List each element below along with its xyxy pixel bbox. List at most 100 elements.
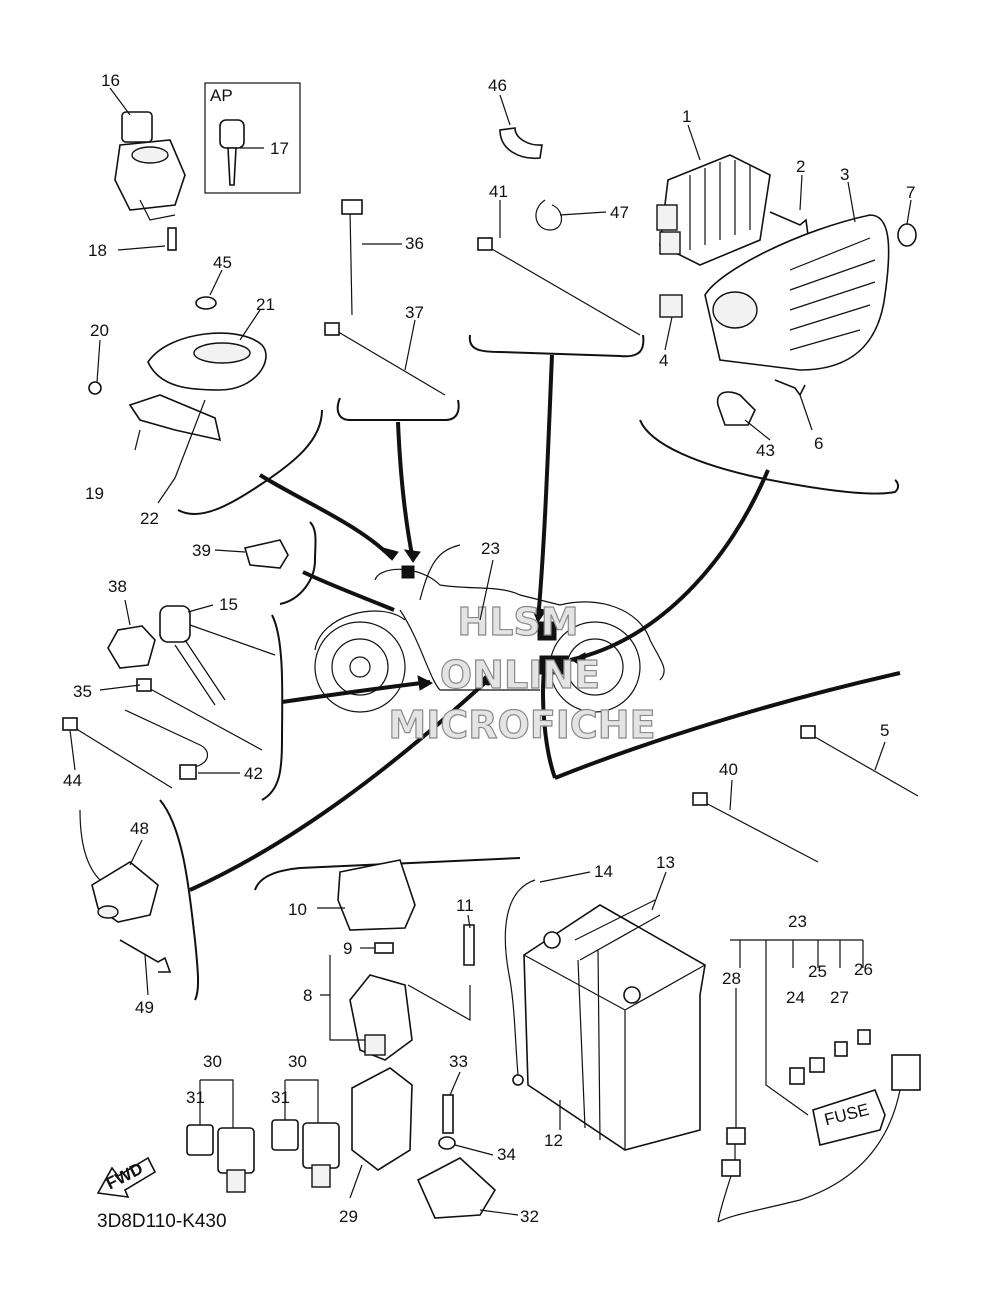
callout-31-left: 31 xyxy=(186,1088,205,1107)
diagram-code: 3D8D110-K430 xyxy=(97,1211,227,1232)
bolt-11 xyxy=(463,924,475,966)
routing-lines xyxy=(189,354,901,892)
callout-27: 27 xyxy=(830,988,849,1007)
clamp-46 xyxy=(499,127,543,159)
callout-21: 21 xyxy=(256,295,275,314)
grommet-part xyxy=(195,296,217,310)
fuse-9 xyxy=(374,942,394,954)
callout-1: 1 xyxy=(682,107,691,126)
callout-26: 26 xyxy=(854,960,873,979)
clamp-43 xyxy=(716,391,756,426)
callout-10: 10 xyxy=(288,900,307,919)
callout-25: 25 xyxy=(808,962,827,981)
parts: FUSE FWD xyxy=(62,82,921,1223)
ignition-switch-part xyxy=(114,111,186,221)
callout-46: 46 xyxy=(488,76,507,95)
sensor-15 xyxy=(159,605,276,706)
callout-23-right: 23 xyxy=(788,912,807,931)
callout-45: 45 xyxy=(213,253,232,272)
motorcycle-outline xyxy=(314,544,665,713)
bolt-2 xyxy=(769,211,809,239)
starter-relay-8 xyxy=(349,974,413,1061)
callout-20: 20 xyxy=(90,321,109,340)
callout-40: 40 xyxy=(719,760,738,779)
ap-group-box xyxy=(204,82,301,194)
key-part xyxy=(219,119,245,186)
callout-24: 24 xyxy=(786,988,805,1007)
callout-32: 32 xyxy=(520,1207,539,1226)
callout-19: 19 xyxy=(85,484,104,503)
bolt-33 xyxy=(442,1094,454,1134)
cable-tie-37 xyxy=(334,329,446,396)
clip-47 xyxy=(535,199,563,231)
cover-part xyxy=(704,214,890,371)
cable-tie-41 xyxy=(484,244,641,336)
sensor-48 xyxy=(79,809,159,923)
callout-2: 2 xyxy=(796,157,805,176)
callout-14: 14 xyxy=(594,862,613,881)
sensor-lead-42 xyxy=(124,709,209,771)
callout-34: 34 xyxy=(497,1145,516,1164)
callout-23-center: 23 xyxy=(481,539,500,558)
callout-5: 5 xyxy=(880,721,889,740)
callout-16: 16 xyxy=(101,71,120,90)
callout-8: 8 xyxy=(303,986,312,1005)
cable-tie-5 xyxy=(807,732,919,797)
cable-tie-36 xyxy=(349,209,353,316)
callout-12: 12 xyxy=(544,1131,563,1150)
connector-set-right xyxy=(271,1119,340,1188)
callout-49: 49 xyxy=(135,998,154,1017)
callout-9: 9 xyxy=(343,939,352,958)
leader-lines xyxy=(69,87,912,1216)
fuse-harness-23: FUSE xyxy=(717,939,921,1223)
bracket-part xyxy=(128,394,222,442)
callout-6: 6 xyxy=(814,434,823,453)
rectifier-part xyxy=(656,154,771,266)
watermark-line-3: MICROFICHE xyxy=(388,703,655,747)
callout-28: 28 xyxy=(722,969,741,988)
callout-18: 18 xyxy=(88,241,107,260)
callout-17: 17 xyxy=(270,139,289,158)
callout-35: 35 xyxy=(73,682,92,701)
callout-41: 41 xyxy=(489,182,508,201)
callout-11: 11 xyxy=(456,896,474,915)
battery-12 xyxy=(523,899,706,1151)
callout-43: 43 xyxy=(756,441,775,460)
watermark-line-1: HLSM xyxy=(457,600,578,644)
relay-cover-10 xyxy=(337,859,416,931)
watermark: HLSM ONLINE MICROFICHE xyxy=(388,599,656,747)
connector-set-left xyxy=(186,1124,255,1193)
callout-42: 42 xyxy=(244,764,263,783)
clamp-39 xyxy=(243,539,289,569)
callout-30-right: 30 xyxy=(288,1052,307,1071)
callout-39: 39 xyxy=(192,541,211,560)
callout-37: 37 xyxy=(405,303,424,322)
callout-36: 36 xyxy=(405,234,424,253)
region-brackets xyxy=(159,334,899,1001)
callout-22: 22 xyxy=(140,509,159,528)
cable-tie-44 xyxy=(69,724,173,789)
bracket-32 xyxy=(416,1157,497,1219)
relay-29 xyxy=(351,1067,413,1171)
callout-7: 7 xyxy=(906,183,915,202)
cable-tie-40 xyxy=(699,799,819,863)
watermark-line-2: ONLINE xyxy=(440,653,600,697)
callout-31-right: 31 xyxy=(271,1088,290,1107)
battery-lead-14 xyxy=(504,879,536,1076)
fwd-arrow: FWD xyxy=(96,1156,157,1198)
callout-3: 3 xyxy=(840,165,849,184)
callout-15: 15 xyxy=(219,595,238,614)
bolt-part xyxy=(167,227,177,251)
label-part xyxy=(659,294,683,318)
bolt-6 xyxy=(774,379,806,397)
grommet-7 xyxy=(897,223,917,247)
callout-29: 29 xyxy=(339,1207,358,1226)
callout-4: 4 xyxy=(659,351,668,370)
callout-44: 44 xyxy=(63,771,82,790)
callout-47: 47 xyxy=(610,203,629,222)
group-label-ap: AP xyxy=(210,86,233,105)
callout-13: 13 xyxy=(656,853,675,872)
callout-30-left: 30 xyxy=(203,1052,222,1071)
callout-48: 48 xyxy=(130,819,149,838)
callout-33: 33 xyxy=(449,1052,468,1071)
